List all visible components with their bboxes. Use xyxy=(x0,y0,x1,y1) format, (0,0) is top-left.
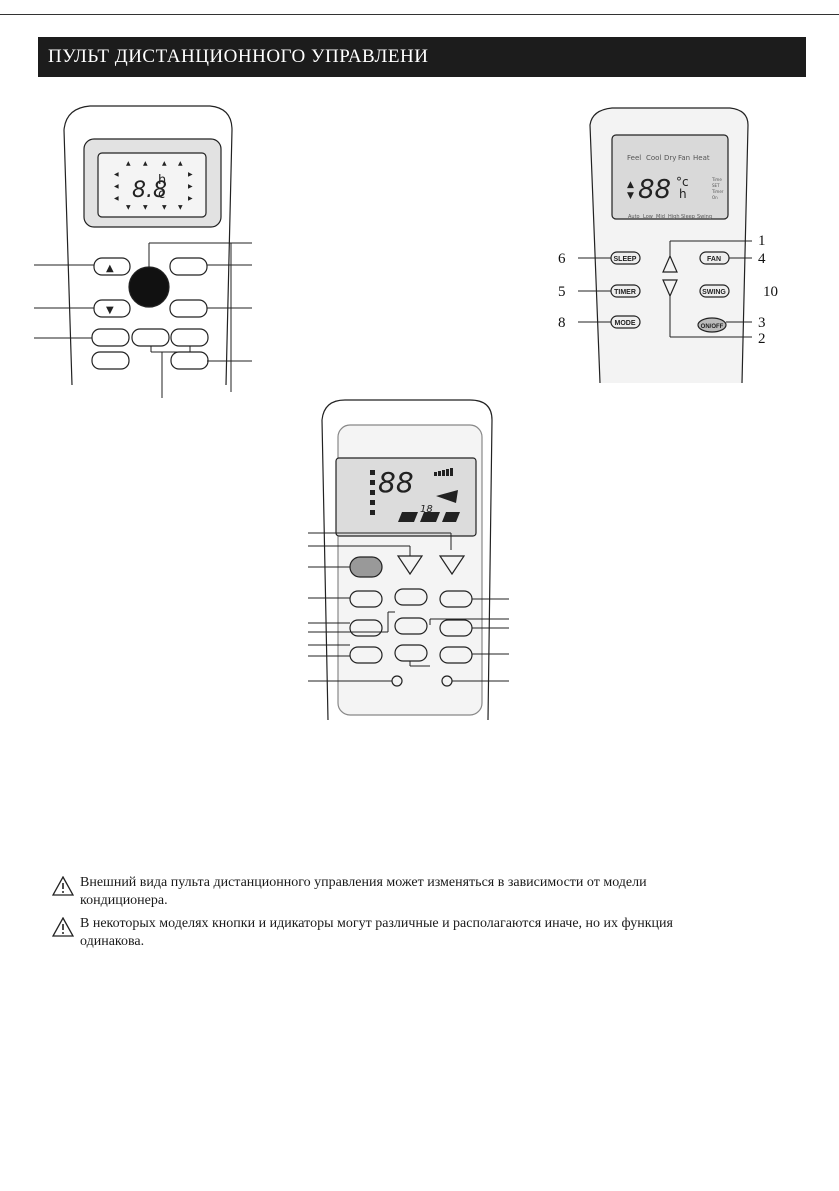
section-title: ПУЛЬТ ДИСТАНЦИОННОГО УПРАВЛЕНИ xyxy=(48,46,429,67)
indicator-fan: Fan xyxy=(678,154,690,162)
note-buttons-line2: одинакова. xyxy=(80,934,145,949)
indicator-set: SET xyxy=(712,183,720,188)
indicator-low: Low xyxy=(643,214,653,220)
remote-a-power-button xyxy=(128,266,170,308)
remote-b-sleep-label: SLEEP xyxy=(614,256,637,263)
remote-a-c-label: c xyxy=(158,187,165,202)
remote-c: 88 18 xyxy=(308,399,509,721)
indicator-timer: Timer xyxy=(711,189,724,194)
svg-text:▲: ▲ xyxy=(162,160,167,167)
indicator-feel: Feel xyxy=(627,154,641,162)
remote-c-lcd xyxy=(335,457,477,537)
indicator-on: On xyxy=(712,195,718,200)
indicator-high: High xyxy=(668,214,680,220)
svg-text:◀: ◀ xyxy=(114,183,119,190)
svg-text:◀: ◀ xyxy=(114,171,119,178)
warning-triangle-icon xyxy=(52,876,74,896)
remote-a-h-label: h xyxy=(158,173,166,188)
svg-text:▼: ▼ xyxy=(106,305,114,316)
note-appearance-line2: кондиционера. xyxy=(80,893,168,908)
callout-2: 2 xyxy=(758,331,766,347)
svg-text:▶: ▶ xyxy=(188,183,193,190)
indicator-sleep: Sleep xyxy=(681,214,695,220)
callout-5: 5 xyxy=(558,284,566,300)
svg-text:°c: °c xyxy=(676,175,689,189)
svg-text:▲: ▲ xyxy=(178,160,183,167)
svg-text:h: h xyxy=(679,187,687,201)
svg-text:▼: ▼ xyxy=(178,204,183,211)
svg-text:▼: ▼ xyxy=(143,204,148,211)
svg-text:▲: ▲ xyxy=(106,263,114,274)
remote-b-mode-label: MODE xyxy=(615,320,636,327)
indicator-cool: Cool xyxy=(646,154,661,162)
indicator-dry: Dry xyxy=(664,154,676,162)
callout-3: 3 xyxy=(758,315,766,331)
svg-text:▼: ▼ xyxy=(162,204,167,211)
remote-b-swing-label: SWING xyxy=(702,289,726,296)
section-title-bar: ПУЛЬТ ДИСТАНЦИОННОГО УПРАВЛЕНИ xyxy=(38,37,806,77)
remote-b: Feel Cool Dry Fan Heat Auto Low Mid High… xyxy=(558,107,778,384)
svg-text:8.8: 8.8 xyxy=(132,178,167,203)
top-rule xyxy=(0,14,839,15)
svg-text:88: 88 xyxy=(638,175,671,205)
note-appearance-line1: Внешний вида пульта дистанционного управ… xyxy=(80,875,647,890)
remote-a-up-button xyxy=(93,257,131,276)
indicator-auto: Auto xyxy=(628,214,640,220)
remote-a-lcd xyxy=(97,152,207,218)
svg-text:▼: ▼ xyxy=(126,204,131,211)
svg-text:▼: ▼ xyxy=(627,191,634,201)
svg-text:18: 18 xyxy=(420,504,433,515)
warning-triangle-icon xyxy=(52,917,74,937)
indicator-swing: Swing xyxy=(697,214,712,220)
callout-1: 1 xyxy=(758,233,766,249)
svg-text:▶: ▶ xyxy=(188,171,193,178)
callout-8: 8 xyxy=(558,315,566,331)
remote-b-lcd xyxy=(611,134,729,220)
indicator-heat: Heat xyxy=(693,154,710,162)
svg-text:◀: ◀ xyxy=(114,195,119,202)
remote-b-fan-label: FAN xyxy=(707,256,721,263)
indicator-mid: Mid xyxy=(656,214,665,220)
note-buttons-line1: В некоторых моделях кнопки и идикаторы м… xyxy=(80,916,673,931)
indicator-time: Time xyxy=(711,177,722,182)
svg-text:▲: ▲ xyxy=(627,180,634,190)
callout-4: 4 xyxy=(758,251,766,267)
remote-a: 8.8 h c ▲ ▲ ▲ ▲ ▼ ▼ ▼ ▼ ◀ ◀ ◀ ▶ ▶ ▶ ▲ ▼ xyxy=(34,105,252,398)
svg-text:88: 88 xyxy=(378,466,414,499)
callout-6: 6 xyxy=(558,251,566,267)
remote-b-onoff-label: ON/OFF xyxy=(701,324,724,330)
callout-10: 10 xyxy=(763,284,778,300)
svg-text:▲: ▲ xyxy=(143,160,148,167)
remote-c-power-button xyxy=(349,556,383,578)
svg-text:▲: ▲ xyxy=(126,160,131,167)
remote-b-timer-label: TIMER xyxy=(614,289,636,296)
svg-text:▶: ▶ xyxy=(188,195,193,202)
